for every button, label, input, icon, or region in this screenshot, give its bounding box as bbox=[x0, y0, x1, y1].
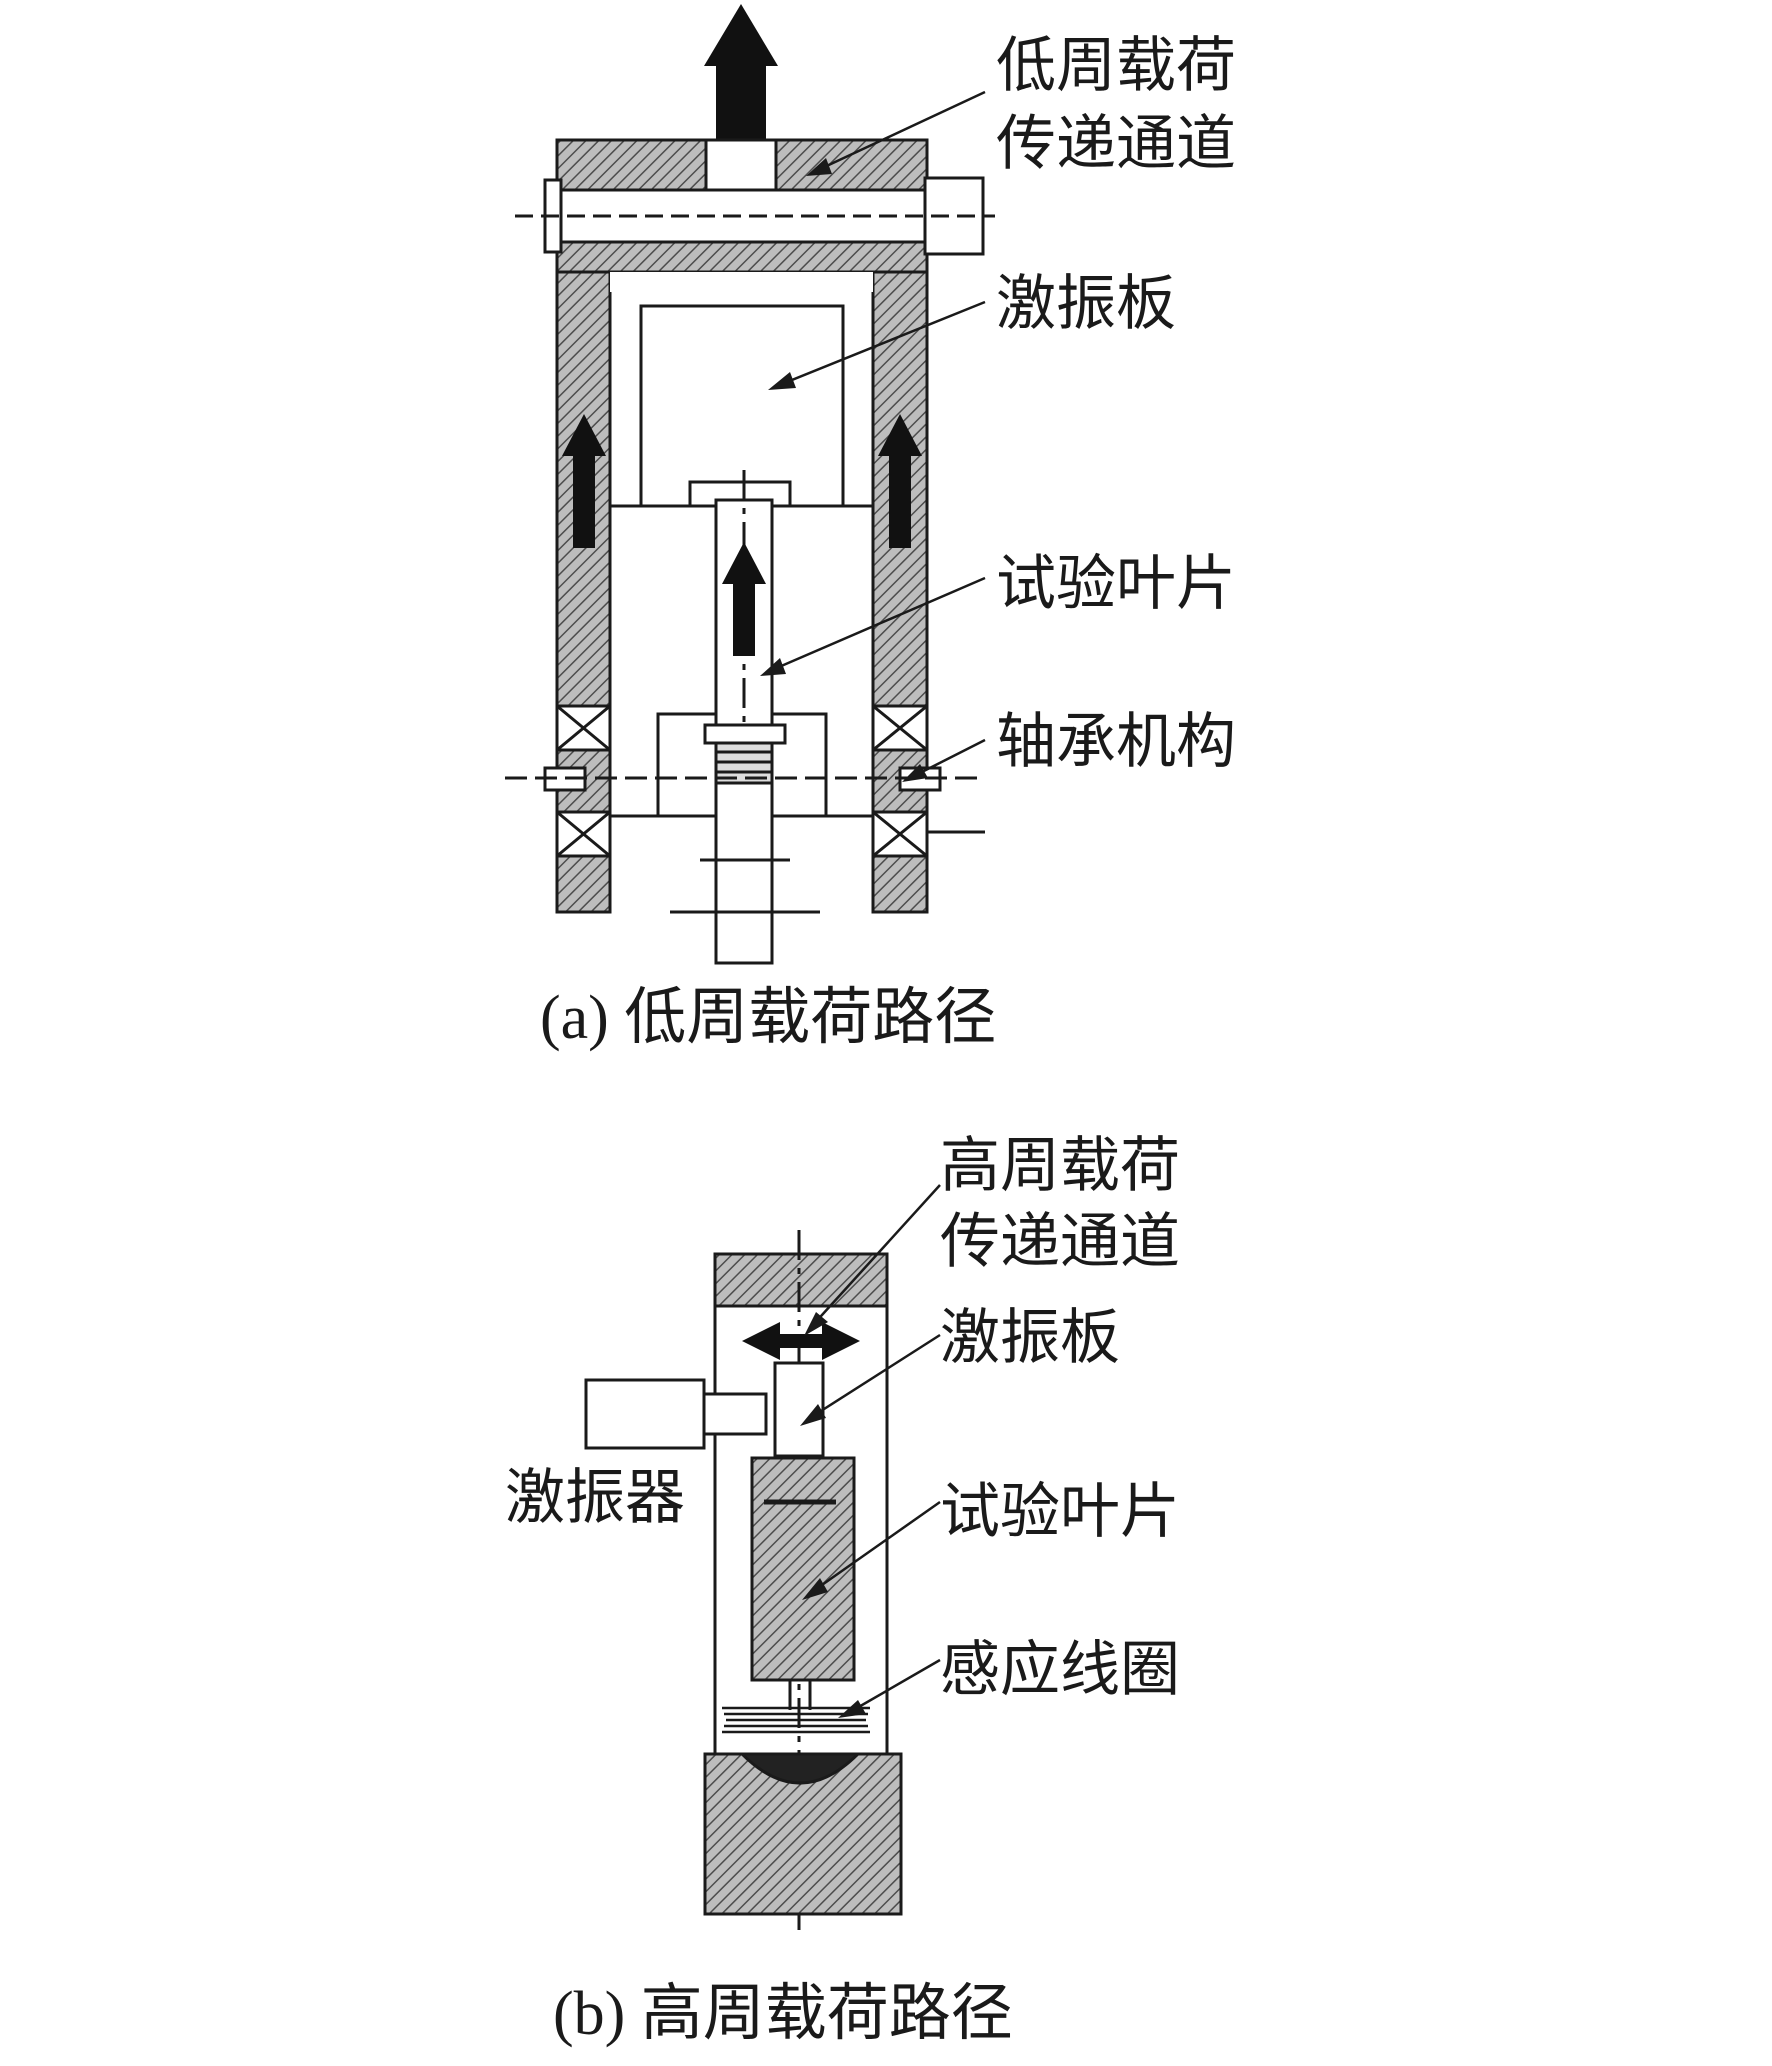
shaker-rod bbox=[702, 1392, 768, 1436]
leaders-b bbox=[800, 1184, 941, 1718]
label-induction-coil: 感应线圈 bbox=[940, 1635, 1180, 1705]
label-exciter-plate-a: 激振板 bbox=[996, 269, 1176, 339]
bearing-left bbox=[543, 704, 612, 858]
exciter-plate-box bbox=[639, 304, 845, 508]
up-arrow-blade bbox=[722, 542, 766, 656]
label-low-cycle-channel-2: 传递通道 bbox=[996, 109, 1236, 179]
label-shaker: 激振器 bbox=[505, 1463, 685, 1533]
label-bearing-mechanism: 轴承机构 bbox=[996, 707, 1236, 777]
top-cap-b bbox=[713, 1252, 889, 1308]
label-low-cycle-channel-1: 低周载荷 bbox=[996, 31, 1236, 101]
double-arrow-b bbox=[742, 1322, 860, 1360]
label-test-blade-a: 试验叶片 bbox=[996, 549, 1236, 619]
up-arrow-right bbox=[878, 414, 922, 548]
caption-a: (a) 低周载荷路径 bbox=[540, 984, 997, 1052]
up-arrow-top bbox=[704, 4, 778, 140]
diagram-b bbox=[584, 1184, 941, 1930]
blade-b bbox=[750, 1456, 856, 1682]
up-arrow-left bbox=[562, 414, 606, 548]
leaders-a bbox=[760, 90, 986, 782]
label-exciter-plate-b: 激振板 bbox=[940, 1303, 1120, 1373]
shaker-body bbox=[584, 1378, 706, 1450]
blade-root bbox=[703, 723, 787, 745]
caption-b: (b) 高周载荷路径 bbox=[553, 1980, 1013, 2048]
inner-frame bbox=[610, 272, 873, 292]
base-socket bbox=[738, 1752, 862, 1785]
shaft bbox=[714, 781, 774, 965]
label-high-cycle-channel-1: 高周载荷 bbox=[940, 1131, 1180, 1201]
right-wall bbox=[871, 270, 929, 914]
diagram-a bbox=[505, 4, 995, 965]
label-high-cycle-channel-2: 传递通道 bbox=[940, 1207, 1180, 1277]
label-test-blade-b: 试验叶片 bbox=[940, 1477, 1180, 1547]
